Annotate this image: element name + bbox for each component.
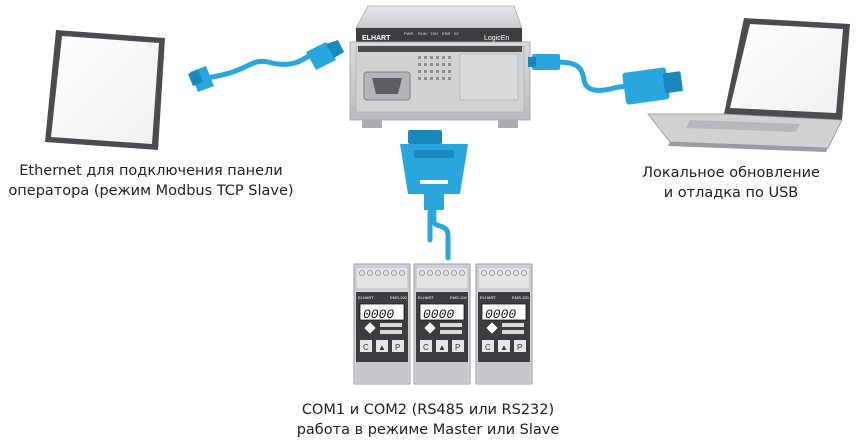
meter-3-brand: ELHART	[480, 295, 496, 300]
usb-caption-line-2: и отладка по USB	[663, 185, 799, 201]
plc-controller	[349, 5, 531, 128]
meter-1	[353, 263, 411, 385]
meter-3-button-p: P	[517, 343, 522, 352]
meter-3	[475, 263, 533, 385]
meter-1-display: 0000	[363, 307, 394, 322]
meter-2-button-c: C	[423, 343, 429, 352]
meter-3-button-up: ▲	[500, 343, 508, 352]
meter-2-model: EMS-100	[450, 295, 467, 300]
plc-model-label: LogicEn	[484, 35, 509, 42]
meter-1-button-c: C	[363, 343, 369, 352]
plc-led-err: ERR	[442, 31, 451, 36]
com-caption-line-1: COM1 и COM2 (RS485 или RS232)	[301, 402, 555, 418]
ethernet-cable	[188, 40, 344, 92]
laptop-right-icon	[647, 18, 850, 152]
plc-brand-label: ELHART	[362, 35, 391, 42]
meter-3-button-c: C	[485, 343, 491, 352]
meter-2	[413, 263, 471, 385]
plc-led-pwr: PWR	[404, 31, 413, 36]
plc-led-st: ST	[454, 31, 460, 36]
usb-caption-line-1: Локальное обновление	[642, 165, 820, 181]
com-caption: COM1 и COM2 (RS485 или RS232) работа в р…	[228, 400, 628, 440]
meter-1-button-up: ▲	[378, 343, 386, 352]
meter-2-button-p: P	[455, 343, 460, 352]
ethernet-caption-line-1: Ethernet для подключения панели	[19, 163, 283, 179]
meter-3-display: 0000	[485, 307, 516, 322]
ethernet-caption-line-2: оператора (режим Modbus TCP Slave)	[8, 183, 294, 199]
usb-caption: Локальное обновление и отладка по USB	[606, 163, 856, 203]
meter-2-brand: ELHART	[418, 295, 434, 300]
meter-1-brand: ELHART	[358, 295, 374, 300]
usb-cable	[528, 54, 683, 105]
rs-connector	[400, 130, 468, 261]
meter-3-model: EMS-100	[512, 295, 529, 300]
meter-1-model: EMS-100	[390, 295, 407, 300]
plc-led-txd: TXD	[430, 31, 438, 36]
ethernet-caption: Ethernet для подключения панели оператор…	[0, 161, 302, 201]
com-caption-line-2: работа в режиме Master или Slave	[296, 422, 560, 438]
meter-2-display: 0000	[423, 307, 454, 322]
plc-led-run: RUN	[418, 31, 427, 36]
meter-1-button-p: P	[395, 343, 400, 352]
tablet-left-icon	[45, 30, 165, 150]
meter-2-button-up: ▲	[438, 343, 446, 352]
